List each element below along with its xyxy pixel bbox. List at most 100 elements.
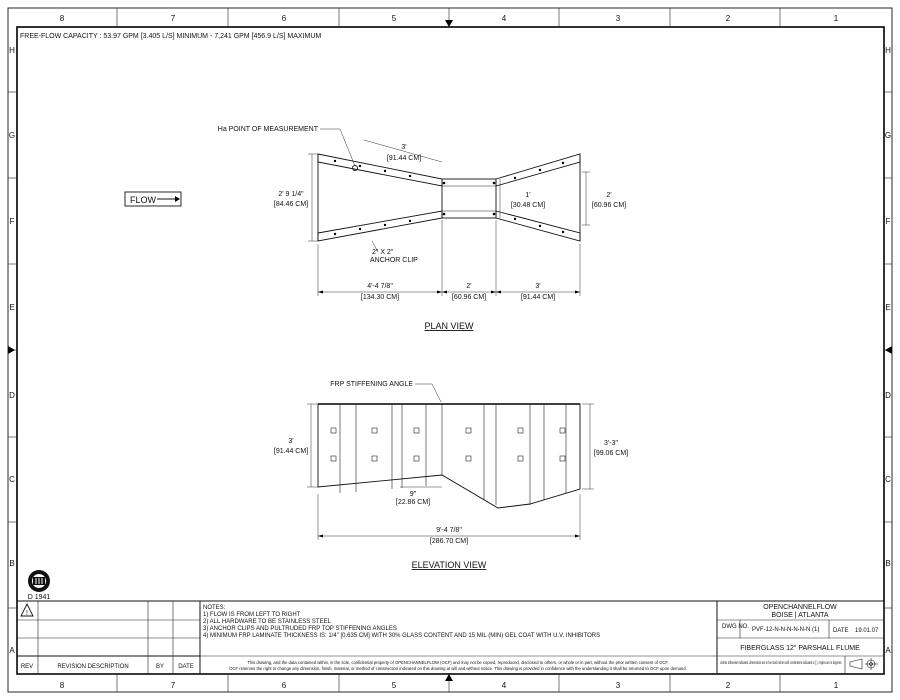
- svg-text:A: A: [885, 646, 891, 655]
- center-mark-right: [885, 346, 892, 354]
- notes-block: NOTES: 1) FLOW IS FROM LEFT TO RIGHT 2) …: [199, 600, 718, 675]
- svg-text:[84.46 CM]: [84.46 CM]: [274, 201, 308, 208]
- capacity-note: FREE-FLOW CAPACITY : 53.97 GPM [3.405 L/…: [20, 33, 321, 40]
- plan-view: Ha POINT OF MEASUREMENT 2" X 2" ANCHOR C…: [218, 126, 626, 331]
- svg-text:1': 1': [525, 192, 530, 199]
- svg-text:REVISION DESCRIPTION: REVISION DESCRIPTION: [57, 664, 128, 670]
- svg-text:3: 3: [616, 14, 621, 23]
- svg-text:NOTES:: NOTES:: [203, 605, 226, 611]
- plan-diverging-bottom-wall: [495, 210, 581, 242]
- drawing-date: 19.01.07: [855, 628, 879, 634]
- title-block: OPENCHANNELFLOW BOISE | ATLANTA DWG NO. …: [716, 600, 885, 675]
- svg-text:F: F: [886, 217, 891, 226]
- svg-text:C: C: [9, 475, 15, 484]
- svg-text:!: !: [26, 610, 28, 617]
- svg-text:B: B: [885, 559, 890, 568]
- svg-text:3'-3": 3'-3": [604, 440, 618, 447]
- row-labels-right: H G F E D C B A: [885, 46, 891, 655]
- svg-text:[60.96 CM]: [60.96 CM]: [592, 202, 626, 209]
- svg-text:4'-4 7/8": 4'-4 7/8": [367, 283, 393, 290]
- svg-text:OCF reserves the right to chan: OCF reserves the right to change any dim…: [229, 666, 687, 671]
- center-mark-left: [8, 346, 15, 354]
- elevation-view: FRP STIFFENING ANGLE 3' [91.44 CM] 3'-3"…: [274, 381, 628, 570]
- svg-text:[30.48 CM]: [30.48 CM]: [511, 202, 545, 209]
- svg-text:This drawing, and the data con: This drawing, and the data contained wit…: [247, 660, 668, 665]
- column-labels-top: 8 7 6 5 4 3 2 1: [60, 14, 839, 23]
- row-labels-left: H G F E D C B A: [9, 46, 15, 655]
- svg-text:7: 7: [171, 14, 176, 23]
- svg-text:3) ANCHOR CLIPS AND PULTRUDED: 3) ANCHOR CLIPS AND PULTRUDED FRP TOP ST…: [203, 626, 397, 632]
- svg-text:C: C: [885, 475, 891, 484]
- svg-text:DATE: DATE: [178, 664, 194, 670]
- flow-indicator: FLOW: [124, 191, 182, 207]
- svg-text:BY: BY: [156, 664, 164, 670]
- svg-text:F: F: [10, 217, 15, 226]
- plan-converging-top-wall: [317, 153, 443, 187]
- svg-text:2' 9 1/4": 2' 9 1/4": [278, 191, 304, 198]
- svg-text:9'-4 7/8": 9'-4 7/8": [436, 527, 462, 534]
- svg-text:2" X 2": 2" X 2": [372, 249, 394, 256]
- center-mark-top: [445, 20, 453, 27]
- svg-text:2': 2': [606, 192, 611, 199]
- svg-text:D: D: [9, 391, 15, 400]
- company-name: OPENCHANNELFLOW: [763, 604, 837, 611]
- svg-text:G: G: [885, 131, 891, 140]
- drawing-title: FIBERGLASS 12" PARSHALL FLUME: [740, 645, 860, 652]
- svg-text:H: H: [9, 46, 15, 55]
- svg-text:[99.06 CM]: [99.06 CM]: [594, 450, 628, 457]
- svg-text:3': 3': [401, 144, 406, 151]
- svg-text:6: 6: [282, 14, 287, 23]
- svg-text:4: 4: [502, 681, 507, 690]
- svg-text:2: 2: [726, 14, 731, 23]
- svg-text:5: 5: [392, 681, 397, 690]
- svg-text:3': 3': [535, 283, 540, 290]
- logo-caption: D 1941: [28, 594, 51, 601]
- drawing-number: PVF-12-N-N-N-N-N-N (1): [752, 627, 819, 633]
- svg-text:B: B: [9, 559, 14, 568]
- plan-converging-bottom-wall: [317, 210, 443, 242]
- inner-border: [16, 26, 885, 675]
- svg-text:G: G: [9, 131, 15, 140]
- svg-text:4: 4: [502, 14, 507, 23]
- svg-text:6: 6: [282, 681, 287, 690]
- svg-text:E: E: [885, 303, 890, 312]
- svg-text:5: 5: [392, 14, 397, 23]
- svg-text:[22.86 CM]: [22.86 CM]: [396, 499, 430, 506]
- projection-symbol-icon: [849, 658, 878, 670]
- plan-diverging-top-wall: [495, 153, 581, 187]
- svg-text:ANCHOR CLIP: ANCHOR CLIP: [370, 257, 418, 264]
- svg-text:7: 7: [171, 681, 176, 690]
- svg-text:A: A: [9, 646, 15, 655]
- stiffening-angle-label: FRP STIFFENING ANGLE: [330, 381, 413, 388]
- elevation-outline: [317, 403, 581, 509]
- svg-text:DWG NO.: DWG NO.: [722, 624, 749, 630]
- svg-text:H: H: [885, 46, 891, 55]
- company-locations: BOISE | ATLANTA: [771, 612, 829, 619]
- measurement-point-label: Ha POINT OF MEASUREMENT: [218, 126, 319, 133]
- svg-text:REV: REV: [21, 664, 33, 670]
- center-mark-bottom: [445, 674, 453, 681]
- svg-text:8: 8: [60, 14, 65, 23]
- svg-text:1) FLOW IS FROM LEFT TO RIGHT: 1) FLOW IS FROM LEFT TO RIGHT: [203, 612, 301, 618]
- svg-text:[91.44 CM]: [91.44 CM]: [521, 294, 555, 301]
- warning-triangle-icon: !: [20, 602, 34, 617]
- svg-text:[91.44 CM]: [91.44 CM]: [274, 448, 308, 455]
- column-labels-bottom: 8 7 6 5 4 3 2 1: [60, 681, 839, 690]
- svg-text:[60.96 CM]: [60.96 CM]: [452, 294, 486, 301]
- svg-text:2) ALL HARDWARE TO BE STAINLES: 2) ALL HARDWARE TO BE STAINLESS STEEL: [203, 619, 332, 625]
- plan-view-title: PLAN VIEW: [424, 321, 474, 331]
- svg-text:2': 2': [466, 283, 471, 290]
- svg-text:4) MINIMUM FRP LAMINATE THICKN: 4) MINIMUM FRP LAMINATE THICKNESS IS: 1/…: [203, 633, 600, 639]
- border-zone-ticks: [8, 8, 892, 692]
- svg-text:D: D: [885, 391, 891, 400]
- astm-logo-icon: [28, 570, 50, 592]
- plan-throat: [441, 178, 497, 219]
- outer-border: [7, 7, 893, 693]
- svg-text:Unless otherwise indicated, di: Unless otherwise indicated, dimensions a…: [720, 660, 842, 665]
- svg-text:1: 1: [834, 14, 839, 23]
- svg-text:E: E: [9, 303, 14, 312]
- svg-text:[286.70 CM]: [286.70 CM]: [430, 538, 468, 545]
- elevation-view-title: ELEVATION VIEW: [412, 560, 487, 570]
- svg-text:8: 8: [60, 681, 65, 690]
